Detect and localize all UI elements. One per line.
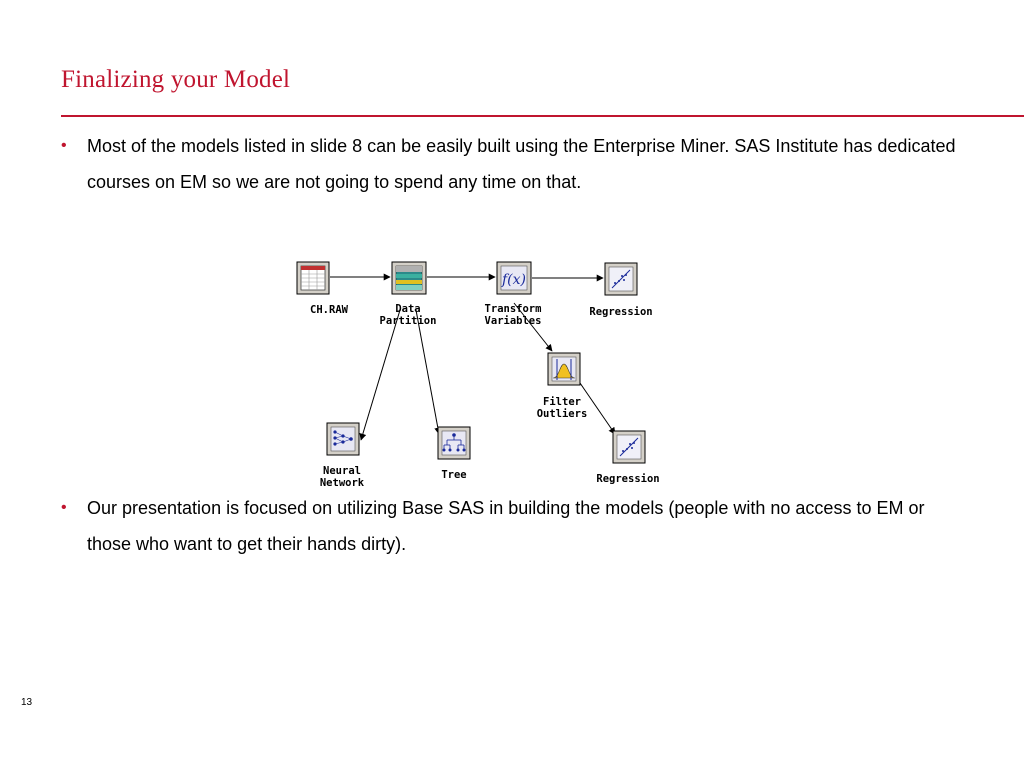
node-label-neural: Neural bbox=[323, 465, 361, 477]
node-label-filter: Filter bbox=[543, 396, 581, 408]
scatter-plot-icon bbox=[616, 434, 642, 460]
node-transform-variables: f(x) Transform Variables bbox=[485, 261, 542, 327]
node-label-ch-raw: CH.RAW bbox=[310, 304, 349, 316]
node-filter-outliers: Filter Outliers bbox=[537, 352, 588, 420]
data-table-icon bbox=[300, 265, 326, 291]
arrow-partition-to-tree bbox=[415, 309, 442, 435]
node-label-transform: Transform bbox=[485, 303, 542, 315]
slide-title: Finalizing your Model bbox=[61, 66, 291, 93]
fx-symbol: f(x) bbox=[501, 272, 526, 288]
bullet-item: • Most of the models listed in slide 8 c… bbox=[61, 128, 971, 200]
node-label-outliers: Outliers bbox=[537, 408, 588, 420]
arrow-partition-to-neural bbox=[359, 309, 401, 441]
bullet-marker: • bbox=[61, 499, 67, 516]
data-partition-icon bbox=[395, 265, 423, 291]
flow-arrows bbox=[330, 273, 616, 441]
node-label-variables: Variables bbox=[485, 315, 542, 327]
title-divider bbox=[61, 115, 1024, 117]
node-data-partition: Data Partition bbox=[380, 261, 437, 327]
node-neural-network: Neural Network bbox=[320, 422, 365, 489]
node-label-data: Data bbox=[395, 303, 420, 315]
node-regression-bottom: Regression bbox=[596, 430, 660, 485]
node-label-tree: Tree bbox=[441, 469, 466, 481]
node-label-network: Network bbox=[320, 477, 365, 489]
node-ch-raw: CH.RAW bbox=[296, 261, 349, 316]
bullet-text: Most of the models listed in slide 8 can… bbox=[87, 136, 956, 192]
node-label-partition: Partition bbox=[380, 315, 437, 327]
node-regression-top: Regression bbox=[589, 262, 653, 318]
arrow-filter-to-regression bbox=[579, 382, 616, 435]
bullet-item: • Our presentation is focused on utilizi… bbox=[61, 490, 971, 562]
node-label-regression: Regression bbox=[589, 306, 652, 318]
neural-network-icon bbox=[330, 426, 356, 452]
bullet-text: Our presentation is focused on utilizing… bbox=[87, 498, 925, 554]
bell-curve-icon bbox=[551, 356, 577, 382]
scatter-plot-icon bbox=[608, 266, 634, 292]
node-label-regression: Regression bbox=[596, 473, 659, 485]
node-tree: Tree bbox=[437, 426, 471, 481]
bullet-marker: • bbox=[61, 137, 67, 154]
decision-tree-icon bbox=[441, 430, 467, 456]
page-number: 13 bbox=[21, 697, 33, 708]
enterprise-miner-flow-diagram: CH.RAW Data Partition f(x) Transform Var bbox=[280, 248, 700, 498]
function-fx-icon: f(x) bbox=[500, 265, 528, 291]
arrow-transform-to-filter bbox=[513, 302, 553, 352]
